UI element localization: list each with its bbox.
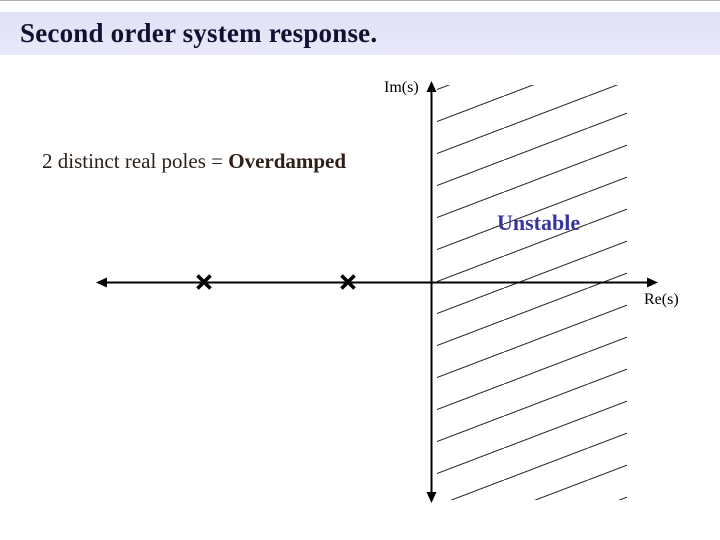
slide-top-border xyxy=(0,0,720,1)
pole-markers xyxy=(196,274,356,290)
unstable-region-label: Unstable xyxy=(497,210,581,235)
pole-marker xyxy=(196,274,212,290)
re-axis-label: Re(s) xyxy=(644,291,679,308)
unstable-region-hatch xyxy=(437,85,627,500)
imaginary-axis-arrow-down-icon xyxy=(426,492,437,503)
im-axis-label: Im(s) xyxy=(384,79,419,96)
annotation-prefix: 2 distinct real poles = xyxy=(42,149,229,173)
slide-title: Second order system response. xyxy=(20,18,378,48)
real-axis-arrow-left-icon xyxy=(96,277,107,288)
poles-annotation: 2 distinct real poles = Overdamped xyxy=(42,149,346,174)
real-axis-arrow-right-icon xyxy=(647,277,658,288)
imaginary-axis-arrow-up-icon xyxy=(426,81,437,92)
title-bar: Second order system response. xyxy=(0,12,720,55)
pole-marker xyxy=(340,274,356,290)
annotation-emphasis: Overdamped xyxy=(228,149,347,173)
